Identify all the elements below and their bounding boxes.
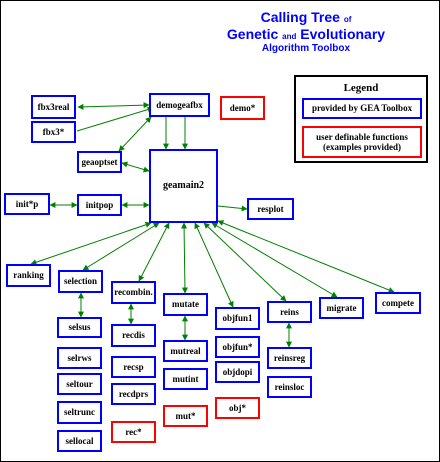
edge-migrate-geamain2 xyxy=(211,222,338,298)
edge-demogeafbx-fbx3 xyxy=(76,106,154,132)
legend-user-line-1: user definable functions xyxy=(316,131,408,142)
edge-mutate-geamain2 xyxy=(181,222,188,294)
node-demogeafbx[interactable]: demogeafbx xyxy=(149,93,210,117)
node-recdprs[interactable]: recdprs xyxy=(111,383,156,405)
node-seltrunc[interactable]: seltrunc xyxy=(57,401,102,424)
node-recdis[interactable]: recdis xyxy=(111,324,156,347)
title-line-1: Calling Tree of xyxy=(181,10,431,24)
node-rec[interactable]: rec* xyxy=(111,421,156,443)
node-demo[interactable]: demo* xyxy=(220,96,265,120)
node-selrws[interactable]: selrws xyxy=(57,347,102,369)
edge-selection-geamain2 xyxy=(82,222,160,271)
node-reins[interactable]: reins xyxy=(267,301,312,323)
node-sellocal[interactable]: sellocal xyxy=(57,430,102,452)
node-objfun1[interactable]: objfun1 xyxy=(215,307,260,330)
title-of: of xyxy=(343,15,352,24)
node-initp[interactable]: init*p xyxy=(4,193,50,215)
edge-recombin-geamain2 xyxy=(138,222,170,282)
edge-geaoptset-geamain2 xyxy=(121,161,150,173)
edge-compete-geamain2 xyxy=(217,220,395,293)
legend-box: Legend provided by GEA Toolbox user defi… xyxy=(294,75,428,163)
title-line-3: Algorithm Toolbox xyxy=(261,43,351,54)
node-ranking[interactable]: ranking xyxy=(6,264,51,287)
node-compete[interactable]: compete xyxy=(375,292,421,314)
node-selsus[interactable]: selsus xyxy=(57,317,102,338)
edge-geamain2-resplot xyxy=(217,205,248,212)
node-fbx3[interactable]: fbx3* xyxy=(31,121,76,143)
node-resplot[interactable]: resplot xyxy=(247,198,294,220)
node-recsp[interactable]: recsp xyxy=(111,356,156,378)
node-migrate[interactable]: migrate xyxy=(319,297,364,319)
title-calling-tree: Calling Tree xyxy=(260,9,340,25)
edge-reins-geamain2 xyxy=(203,222,287,302)
legend-title: Legend xyxy=(343,82,379,94)
node-initpop[interactable]: initpop xyxy=(77,194,122,216)
edge-ranking-geamain2 xyxy=(30,221,152,266)
node-mutreal[interactable]: mutreal xyxy=(163,340,208,362)
node-fbx3real[interactable]: fbx3real xyxy=(31,95,76,119)
legend-user-line-2: (examples provided) xyxy=(322,142,402,152)
legend-user-item: user definable functions (examples provi… xyxy=(302,126,422,158)
node-obj[interactable]: obj* xyxy=(215,397,260,419)
node-objdopi[interactable]: objdopi xyxy=(215,361,260,383)
edge-geaoptset-demogeafbx xyxy=(118,116,152,152)
node-objfun[interactable]: objfun* xyxy=(215,336,260,358)
title-genetic: Genetic xyxy=(226,26,279,42)
node-reinsreg[interactable]: reinsreg xyxy=(267,347,312,369)
node-mutint[interactable]: mutint xyxy=(163,368,208,390)
title-and: and xyxy=(282,32,297,41)
node-selection[interactable]: selection xyxy=(58,270,103,293)
title-evolutionary: Evolutionary xyxy=(300,26,386,42)
node-geaoptset[interactable]: geaoptset xyxy=(77,151,122,173)
node-mutate[interactable]: mutate xyxy=(163,293,208,316)
node-mut[interactable]: mut* xyxy=(163,405,208,427)
edge-fbx3real-demogeafbx xyxy=(77,102,150,110)
node-geamain2[interactable]: geamain2 xyxy=(149,149,218,223)
node-recombin[interactable]: recombin. xyxy=(111,281,156,304)
title-line-2: Genetic and Evolutionary xyxy=(181,27,431,41)
node-reinsloc[interactable]: reinsloc xyxy=(267,376,312,398)
legend-toolbox-item: provided by GEA Toolbox xyxy=(302,98,422,119)
node-seltour[interactable]: seltour xyxy=(57,373,102,395)
